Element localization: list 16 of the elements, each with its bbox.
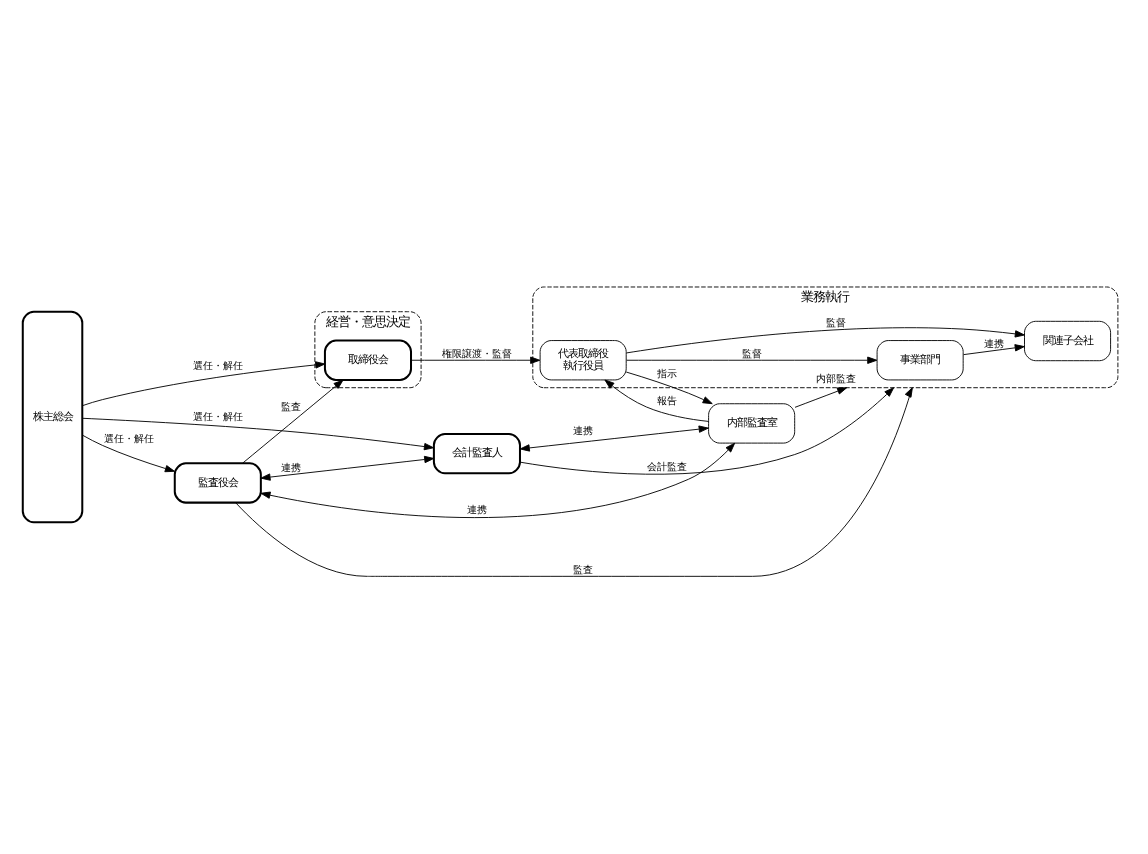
arrow (963, 343, 1025, 355)
arrow (82, 360, 326, 406)
arrow (235, 386, 913, 576)
arrow (242, 378, 344, 463)
arrow (604, 378, 709, 421)
arrow (794, 386, 848, 407)
arrow (260, 441, 736, 517)
arrow (626, 355, 878, 363)
arrow (260, 454, 435, 480)
arrow (82, 416, 434, 450)
arrow (625, 326, 1025, 353)
arrow (519, 386, 895, 474)
arrow (519, 424, 709, 451)
arrow (410, 355, 541, 363)
arrow (82, 433, 175, 472)
arrow (625, 370, 713, 404)
